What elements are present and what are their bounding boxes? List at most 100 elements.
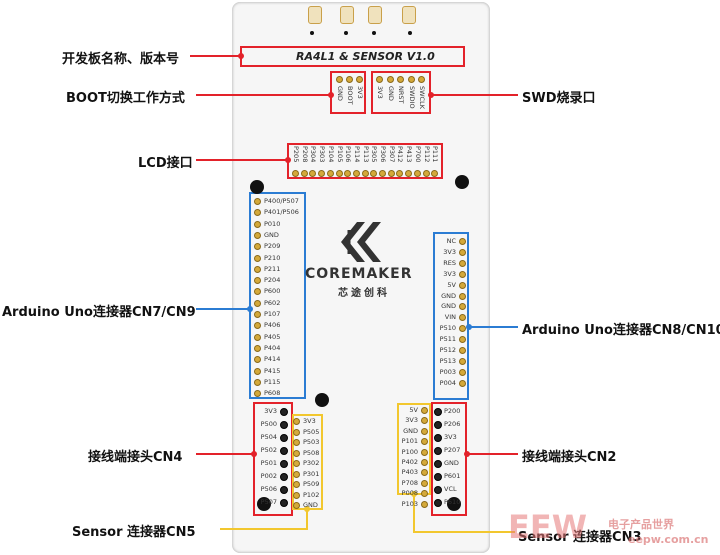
label-cn2: 接线端接头CN2 <box>522 450 617 465</box>
pin <box>280 486 288 494</box>
pin-label: P506 <box>260 485 277 493</box>
leader-dot <box>304 506 310 512</box>
pin <box>254 322 261 330</box>
pin <box>434 408 442 416</box>
pin <box>335 170 343 177</box>
pin <box>459 292 466 300</box>
pin <box>254 344 261 352</box>
pin <box>293 418 300 425</box>
pin <box>413 170 421 177</box>
usb-connector-mid <box>340 6 354 24</box>
logo-cn: 芯途创科 <box>338 288 390 299</box>
mount-hole <box>315 393 329 407</box>
pin-label: P208 <box>300 146 309 163</box>
watermark-url: eepw.com.cn <box>628 533 709 546</box>
pin <box>293 481 300 488</box>
pin <box>254 356 261 364</box>
pin <box>421 500 428 508</box>
pin-label: P207 <box>444 446 461 454</box>
pin <box>434 499 442 507</box>
pin-label: GND <box>441 302 456 311</box>
pin-label: P608 <box>264 389 281 398</box>
pin <box>254 378 261 386</box>
pin <box>326 170 334 177</box>
pin-label: P107 <box>264 310 281 318</box>
pin-label: P114 <box>352 146 361 163</box>
pin <box>421 448 428 456</box>
pin-label: GND <box>264 230 279 239</box>
label-cn4: 接线端接头CN4 <box>88 450 183 465</box>
pin <box>254 288 261 296</box>
pin-label: 3V3 <box>443 269 456 278</box>
pin <box>376 76 383 83</box>
leader-dot <box>411 491 417 497</box>
led-4 <box>408 31 412 35</box>
pin <box>434 486 442 494</box>
leader-lcd <box>196 159 288 161</box>
pin-label: 5V <box>447 280 456 289</box>
leader-board-name <box>190 55 241 57</box>
pin <box>293 428 300 436</box>
usb-connector-right1 <box>368 6 382 24</box>
pin <box>421 427 428 435</box>
pin <box>421 407 428 414</box>
leader-dot <box>247 306 253 312</box>
pin <box>379 170 386 177</box>
pin <box>280 408 288 416</box>
pin-label: GND <box>336 86 344 101</box>
pin-label: 3V3 <box>356 86 364 99</box>
pin <box>434 447 442 455</box>
pin-label: P008 <box>401 489 418 498</box>
pin-label: P406 <box>264 321 281 330</box>
pin <box>387 170 395 177</box>
leader-dot <box>238 53 244 59</box>
pin <box>356 76 363 83</box>
label-cn5: Sensor 连接器CN5 <box>72 525 196 540</box>
pin <box>407 76 415 83</box>
usb-connector-right2 <box>402 6 416 24</box>
pin <box>280 421 288 429</box>
pin-label: P402 <box>401 458 418 466</box>
pin-label: VCL <box>444 485 457 493</box>
pin <box>254 220 261 228</box>
watermark-cn: 电子产品世界 <box>608 518 674 531</box>
pin <box>318 170 326 177</box>
usb-connector-left <box>308 6 322 24</box>
pin <box>254 277 261 285</box>
cn2-box <box>431 402 467 516</box>
pin-label: P100 <box>401 447 418 456</box>
pin-label: SWCLK <box>418 86 426 109</box>
pin <box>280 434 288 442</box>
mount-hole <box>455 175 469 189</box>
pin-label: VIN <box>444 313 456 322</box>
pin-label: P507 <box>260 498 277 506</box>
pin-label: NC <box>446 237 456 245</box>
pin-label: P504 <box>260 433 277 441</box>
pin <box>459 379 466 387</box>
pin <box>293 460 300 467</box>
leader-dot <box>428 92 434 98</box>
pin <box>422 170 430 177</box>
pin-label: 3V3 <box>376 86 384 99</box>
leader-cn5-h <box>220 528 308 530</box>
pin <box>397 76 404 83</box>
leader-cn4 <box>196 453 254 455</box>
pin-label: P513 <box>439 356 456 365</box>
pin-label: P112 <box>422 146 431 163</box>
pin <box>292 170 299 177</box>
pin-label: P115 <box>264 377 281 386</box>
pin <box>431 170 439 177</box>
leader-cn5-v <box>306 508 308 530</box>
pin-label: P510 <box>439 324 456 333</box>
pin-label: GND <box>403 426 418 435</box>
pin <box>421 459 428 466</box>
pin-label: P602 <box>264 298 281 307</box>
pin-label: P600 <box>264 287 281 296</box>
pin-label: P004 <box>439 378 456 387</box>
pin-label: P102 <box>303 490 320 499</box>
pin <box>336 76 343 83</box>
logo-word: COREMAKER <box>305 266 413 282</box>
pin <box>280 460 288 468</box>
pin <box>421 417 428 425</box>
